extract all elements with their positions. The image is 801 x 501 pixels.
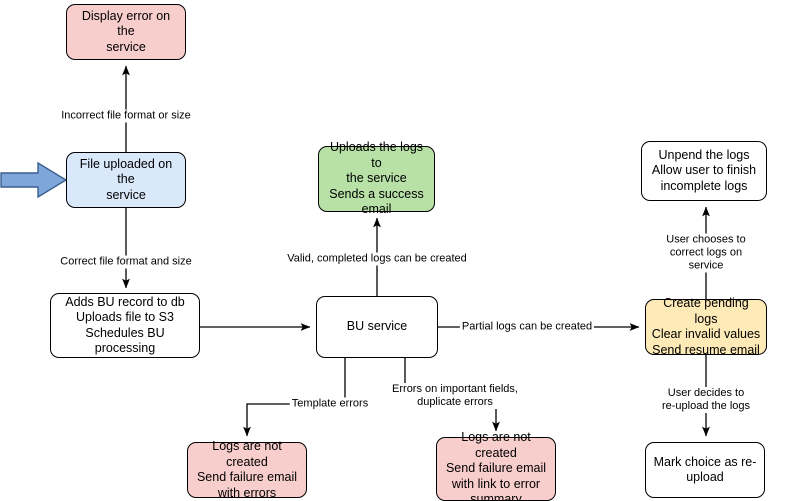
node-create-pending-logs[interactable]: Create pending logs Clear invalid values…	[645, 296, 767, 357]
node-mark-choice-reupload-label: Mark choice as re- upload	[653, 454, 757, 485]
node-uploads-logs-label: Uploads the logs to the service Sends a …	[329, 140, 424, 217]
node-adds-bu-record-label: Adds BU record to db Uploads file to S3 …	[65, 294, 185, 356]
edge-label-correct-file-format: Correct file format and size	[58, 255, 194, 269]
edge-label-template-errors: Template errors	[289, 397, 371, 411]
node-logs-not-created-errors[interactable]: Logs are not created Send failure email …	[187, 439, 307, 500]
edge-label-incorrect-file-format: Incorrect file format or size	[59, 109, 193, 123]
edge-label-valid-completed-logs: Valid, completed logs can be created	[285, 252, 469, 266]
node-uploads-logs[interactable]: Uploads the logs to the service Sends a …	[318, 140, 435, 216]
node-logs-not-created-errors-label: Logs are not created Send failure email …	[196, 439, 298, 500]
edge-label-errors-important-fields: Errors on important fields, duplicate er…	[390, 383, 520, 409]
node-file-uploaded[interactable]: File uploaded on the service	[66, 152, 186, 208]
node-logs-not-created-summary[interactable]: Logs are not created Send failure email …	[436, 430, 556, 501]
edge-label-user-decides-reupload: User decides to re-upload the logs	[658, 387, 754, 413]
node-logs-not-created-summary-label: Logs are not created Send failure email …	[445, 430, 547, 501]
node-display-error[interactable]: Display error on the service	[66, 4, 186, 60]
edge-label-partial-logs: Partial logs can be created	[459, 320, 595, 334]
node-unpend-logs[interactable]: Unpend the logs Allow user to finish inc…	[641, 141, 767, 201]
node-file-uploaded-label: File uploaded on the service	[79, 156, 173, 202]
node-create-pending-logs-label: Create pending logs Clear invalid values…	[651, 296, 761, 357]
node-unpend-logs-label: Unpend the logs Allow user to finish inc…	[651, 147, 757, 193]
node-bu-service-label: BU service	[346, 319, 408, 334]
node-bu-service[interactable]: BU service	[316, 296, 438, 358]
node-adds-bu-record[interactable]: Adds BU record to db Uploads file to S3 …	[50, 293, 200, 358]
node-display-error-label: Display error on the service	[81, 8, 171, 54]
edge-label-user-chooses-correct: User chooses to correct logs on service	[658, 233, 754, 273]
entry-arrow-icon	[0, 161, 68, 199]
node-mark-choice-reupload[interactable]: Mark choice as re- upload	[645, 442, 765, 498]
